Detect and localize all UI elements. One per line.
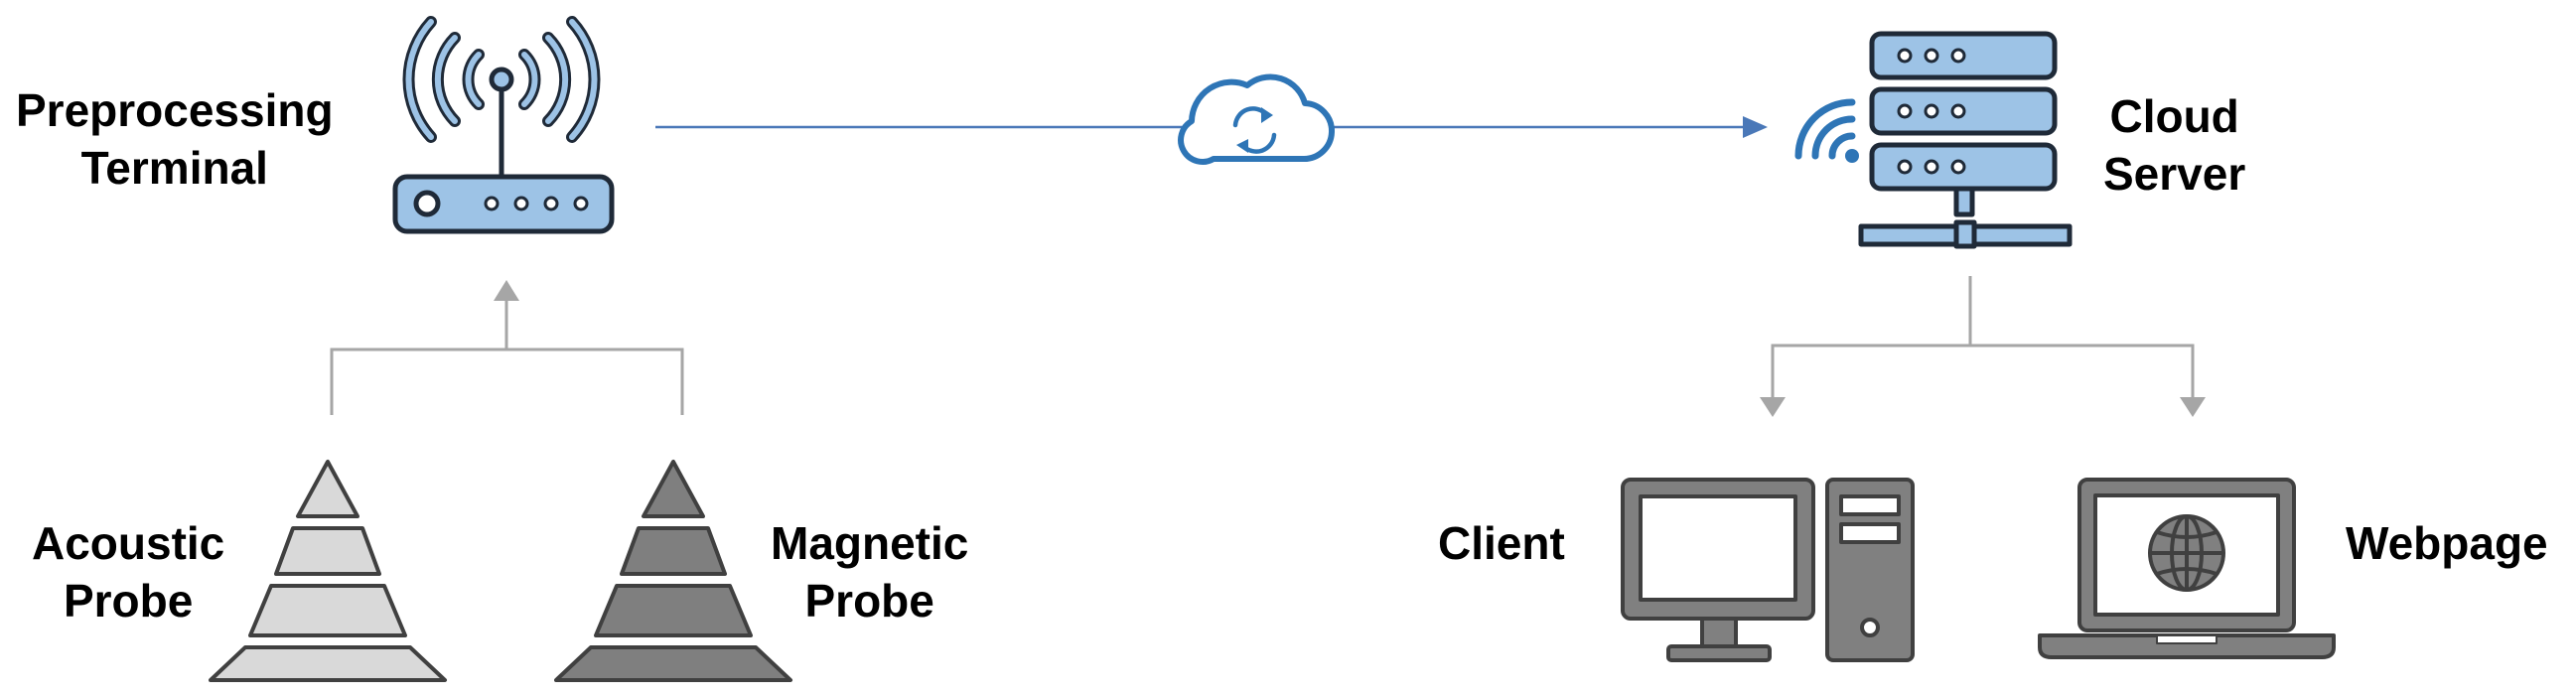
magnetic-probe-line-1: Magnetic xyxy=(771,517,969,569)
laptop-globe-icon xyxy=(2038,478,2336,659)
globe-icon xyxy=(2148,514,2225,592)
magnetic-probe-line-2: Probe xyxy=(804,575,934,627)
webpage-label-text: Webpage xyxy=(2346,517,2548,569)
acoustic-probe-line-1: Acoustic xyxy=(32,517,225,569)
down-arrowhead-left xyxy=(1760,397,1786,417)
cloud-server-line-1: Cloud xyxy=(2109,90,2239,142)
acoustic-probe-line-2: Probe xyxy=(63,575,194,627)
cloud-server-label: Cloud Server xyxy=(2103,87,2245,203)
preprocessing-terminal-label: Preprocessing Terminal xyxy=(16,81,334,197)
up-arrowhead xyxy=(494,280,519,301)
cloud-sync-icon xyxy=(1178,73,1335,165)
server-rack-icon xyxy=(1858,31,2073,249)
acoustic-probe-icon xyxy=(209,460,447,682)
wireless-router-icon xyxy=(392,16,615,234)
wifi-signal-icon xyxy=(1794,98,1859,163)
acoustic-probe-label: Acoustic Probe xyxy=(32,514,224,629)
magnetic-probe-label: Magnetic Probe xyxy=(771,514,968,629)
terminal-to-cloud-link xyxy=(655,116,1768,138)
webpage-label: Webpage xyxy=(2346,514,2548,572)
preprocessing-terminal-line-1: Preprocessing xyxy=(16,84,334,136)
magnetic-probe-icon xyxy=(554,460,792,682)
down-arrowhead-right xyxy=(2180,397,2206,417)
client-label: Client xyxy=(1438,514,1565,572)
link-arrowhead xyxy=(1743,116,1768,138)
server-to-clients-connector xyxy=(1760,276,2206,417)
cloud-server-line-2: Server xyxy=(2103,148,2246,200)
preprocessing-terminal-line-2: Terminal xyxy=(80,142,268,194)
probes-to-terminal-connector xyxy=(330,280,684,415)
desktop-computer-icon xyxy=(1621,478,1915,662)
client-label-text: Client xyxy=(1438,517,1565,569)
